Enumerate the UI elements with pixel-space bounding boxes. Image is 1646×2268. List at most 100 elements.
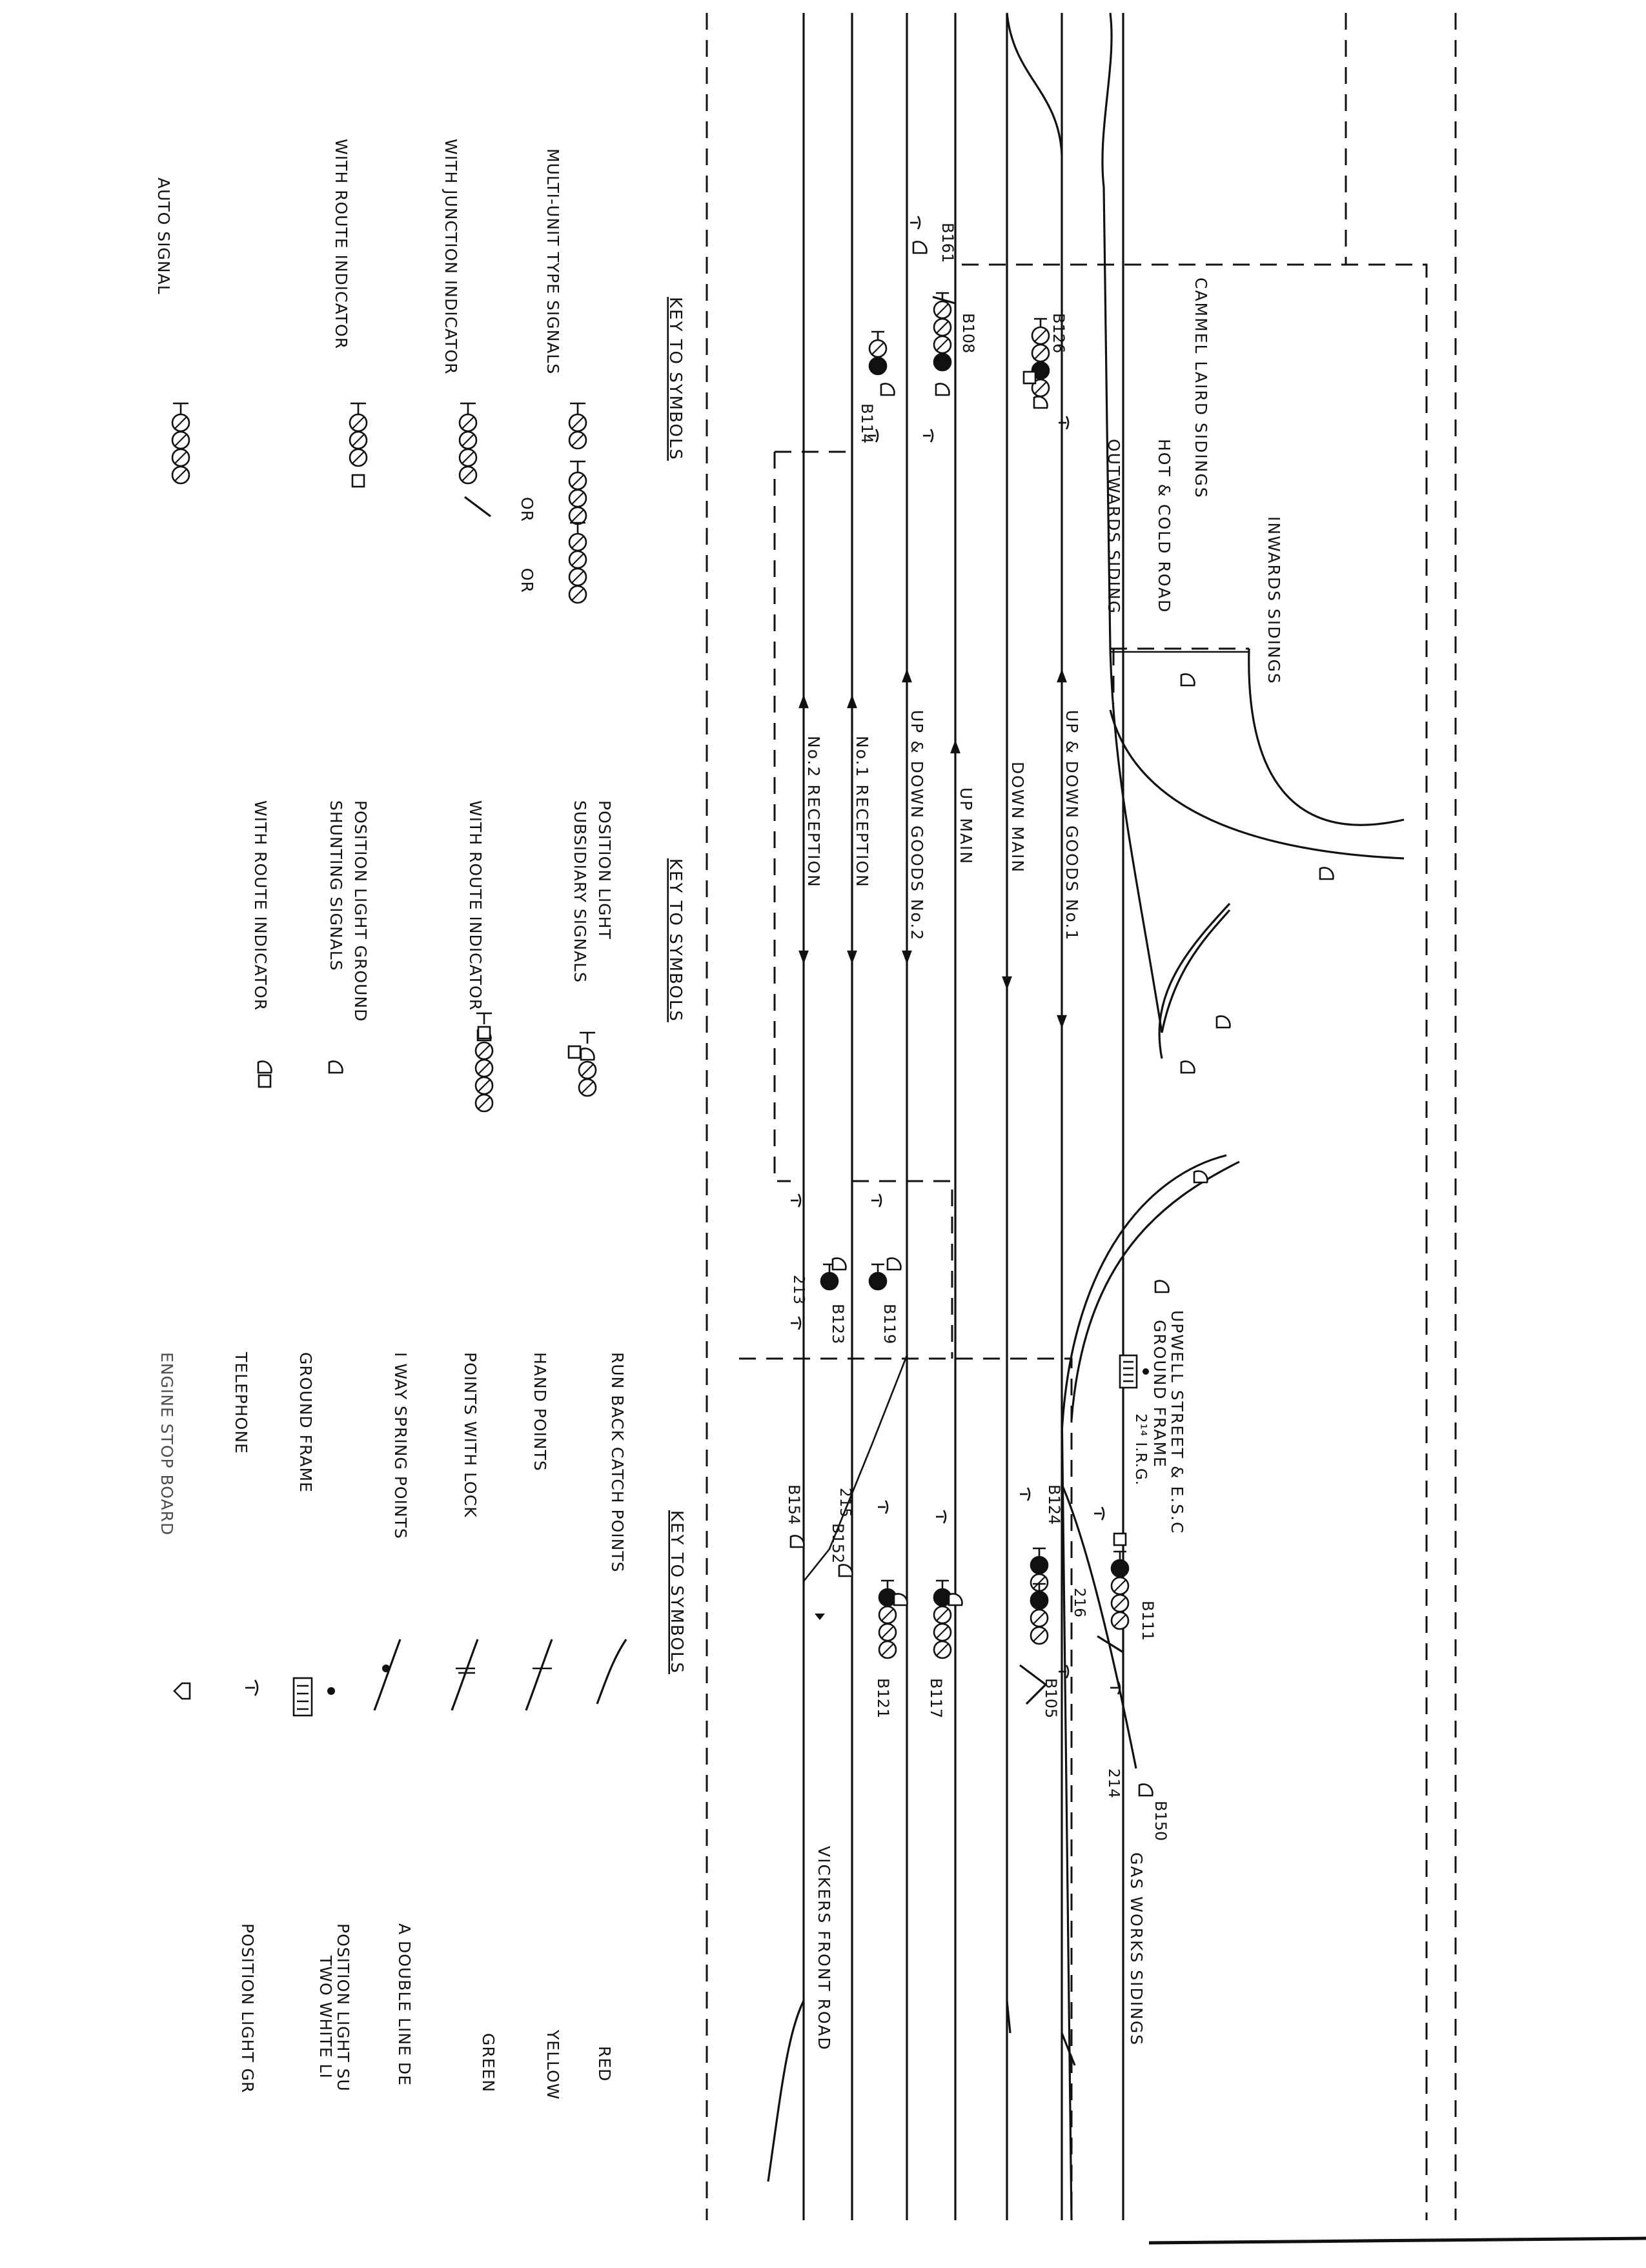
key4-pos-sub: POSITION LIGHT SU [334, 1923, 352, 2092]
key-points-symbols: KEY TO SYMBOLS RUN BACK CATCH POINTS HAN… [157, 1352, 686, 1674]
label-down-main: DOWN MAIN [1008, 762, 1027, 873]
key1-multi-unit-3-lamp [568, 489, 587, 508]
key3-symbols [173, 1639, 627, 1717]
scan-edge [1148, 2236, 1646, 2245]
hand-points-symbol [525, 1639, 553, 1711]
key1-junction-label: WITH JUNCTION INDICATOR [442, 139, 460, 375]
key2-route-signal-lamp [474, 1076, 494, 1095]
junction-curve [1158, 902, 1231, 1059]
key4-red: RED [595, 2046, 614, 2081]
key1-multi-unit-4-lamp [568, 585, 587, 604]
signal-label-b117: B117 [927, 1678, 945, 1718]
key2-route-signal-lamp [474, 1093, 494, 1113]
telephone-icon [791, 1193, 802, 1208]
signal-b117 [933, 1579, 952, 1659]
ground-signal-icon [880, 383, 895, 396]
key3-engine-stop: ENGINE STOP BOARD [157, 1352, 176, 1535]
signal-label-b154: B154 [785, 1484, 803, 1524]
key1-multi-unit-4 [568, 521, 587, 604]
label-no2-reception: No.2 RECEPTION [804, 736, 823, 888]
key2-shunting: SHUNTING SIGNALS [327, 800, 345, 971]
gas-works-curve [1061, 1484, 1137, 1769]
signal-label-b123: B123 [829, 1304, 847, 1344]
key4-pos-sub-2: TWO WHITE LI [316, 1955, 335, 2079]
signal-label-b124: B124 [1045, 1484, 1063, 1524]
key1-multi-unit-4-lamp [568, 532, 587, 552]
key2-symbol-group [257, 1012, 597, 1113]
signal-b111-lamp [1110, 1576, 1130, 1595]
key1-junction-signal-lamp [458, 430, 478, 450]
key1-auto-signal-lamp [171, 430, 190, 450]
key2-subsidiary-signal-lamp [578, 1060, 597, 1080]
key2-subsidiary: SUBSIDIARY SIGNALS [571, 800, 589, 983]
key2-position-light: POSITION LIGHT [595, 800, 614, 940]
key4-pos-gr: POSITION LIGHT GR [238, 1923, 257, 2093]
stub-1 [1061, 2032, 1076, 2066]
key2-route-signal-lamp [474, 1058, 494, 1078]
signal-b119-lamp [868, 1271, 888, 1291]
telephone-icon [871, 1193, 882, 1208]
label-up-main: UP MAIN [957, 787, 975, 865]
label-inwards-sidings: INWARDS SIDINGS [1265, 516, 1283, 685]
telephone-icon [878, 1500, 889, 1514]
ground-signal-icon [1180, 1060, 1195, 1074]
key1-symbol-group [171, 402, 587, 604]
key2-subsidiary-signal [578, 1031, 597, 1097]
route-indicator [258, 1074, 272, 1088]
key1-auto-signal-lamp [171, 465, 190, 485]
reception-link [802, 1355, 908, 1582]
key2-heading: KEY TO SYMBOLS [666, 858, 685, 1022]
signal-layer [171, 216, 1334, 1797]
number-213: 213 [790, 1275, 807, 1305]
engine-stop-symbol [173, 1682, 191, 1700]
key3-telephone: TELEPHONE [232, 1352, 250, 1454]
signal-label-b152: B152 [829, 1523, 847, 1563]
signal-b117-lamp [933, 1623, 952, 1642]
signal-label-b108: B108 [959, 313, 977, 353]
reception-boundary-left [773, 452, 791, 1182]
key4-yellow: YELLOW [544, 2029, 562, 2100]
signal-b105-lamp [1030, 1591, 1049, 1610]
key1-multi-unit-4-lamp [568, 567, 587, 587]
junction-indicator [1097, 1635, 1124, 1654]
key1-multi-unit-2-lamp [568, 430, 587, 450]
direction-arrows [798, 669, 1067, 1029]
key2-route: WITH ROUTE INDICATOR [466, 800, 485, 1011]
key-multi-unit-signals: KEY TO SYMBOLS MULTI-UNIT TYPE SIGNALS O… [154, 139, 685, 593]
outwards-curve [1109, 648, 1163, 1033]
label-hot-cold-road: HOT & COLD ROAD [1155, 439, 1174, 613]
key4-double-line: A DOUBLE LINE DE [395, 1923, 414, 2086]
telephone-icon [936, 1510, 947, 1524]
telephone-icon [1094, 1506, 1105, 1521]
cammel-laird-road [1101, 12, 1113, 649]
key1-multi-unit-3-lamp [568, 506, 587, 525]
signal-b126-lamp [1031, 343, 1050, 363]
ground-signal-icon [1319, 867, 1334, 880]
key1-route-signal-lamp [349, 448, 368, 467]
key3-ground-frame: GROUND FRAME [296, 1352, 315, 1493]
points-with-lock-symbol [451, 1639, 479, 1711]
signal-b111 [1110, 1550, 1130, 1630]
label-up-down-goods-1: UP & DOWN GOODS No.1 [1062, 710, 1081, 941]
key1-junction-signal-lamp [458, 448, 478, 467]
signal-b108-lamp [933, 300, 952, 319]
label-cammel-laird-sidings: CAMMEL LAIRD SIDINGS [1192, 278, 1210, 499]
spring-points-symbol [373, 1639, 401, 1711]
ground-signal-icon [886, 1257, 902, 1271]
signal-b111-lamp [1110, 1559, 1130, 1578]
key1-or-2: OR [518, 568, 536, 593]
telephone-icon [868, 429, 879, 443]
ground-signal-icon [838, 1564, 853, 1577]
reception-boundary-top [775, 303, 853, 453]
route-indicator [567, 1045, 582, 1059]
key1-route-signal [349, 402, 368, 488]
route-indicator [351, 474, 365, 488]
key-position-light-signals: KEY TO SYMBOLS POSITION LIGHT SUBSIDIARY… [251, 800, 685, 1022]
signal-b105-lamp [1030, 1608, 1049, 1628]
signal-label-b121: B121 [874, 1678, 892, 1718]
key1-multi-unit-2 [568, 402, 587, 450]
upwell-curve [1061, 1154, 1227, 1433]
signal-b121-lamp [878, 1640, 897, 1659]
telephone-icon [1110, 1681, 1121, 1695]
